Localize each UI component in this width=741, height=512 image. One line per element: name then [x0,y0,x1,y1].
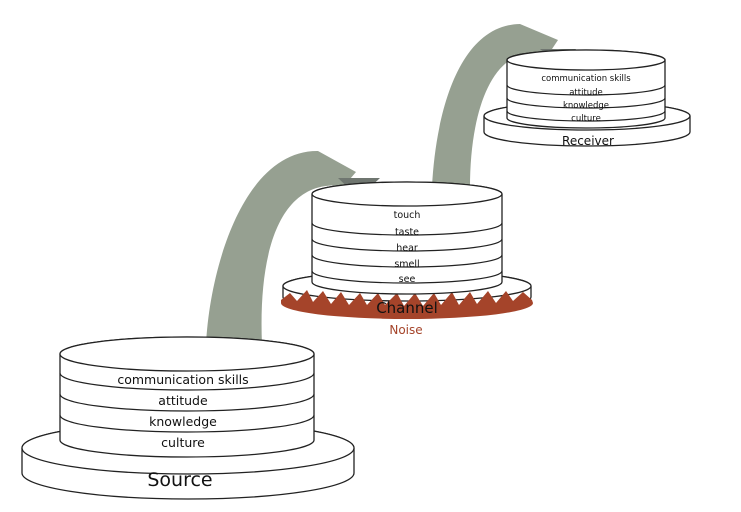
source-cylinder [59,336,315,458]
channel-cylinder [311,181,503,295]
channel-layer-smell: smell [394,259,419,270]
source-layer-attitude: attitude [158,393,208,408]
channel-layer-hear: hear [396,243,418,254]
channel-layer-touch: touch [394,210,421,221]
receiver-layer-attitude: attitude [569,88,603,98]
channel-label: Channel [376,299,438,317]
arrow-body [206,150,356,345]
channel-layer-see: see [399,274,416,285]
source-label: Source [147,469,212,491]
noise-zigzag [281,290,533,319]
source-layer-knowledge: knowledge [149,414,217,429]
receiver-label: Receiver [562,134,614,148]
source-layer-culture: culture [161,435,205,450]
receiver-cylinder [506,49,666,129]
receiver-layer-knowledge: knowledge [563,101,609,111]
source-layer-communication-skills: communication skills [117,372,248,387]
arrow-body [432,24,558,187]
receiver-layer-culture: culture [571,114,601,124]
noise-label: Noise [389,323,422,337]
receiver-layer-communication-skills: communication skills [541,74,631,84]
channel-stack: touch taste hear smell see Channel Noise [281,181,533,337]
channel-layer-taste: taste [395,227,419,238]
receiver-stack: communication skills attitude knowledge … [483,49,691,148]
source-stack: communication skills attitude knowledge … [21,336,355,500]
